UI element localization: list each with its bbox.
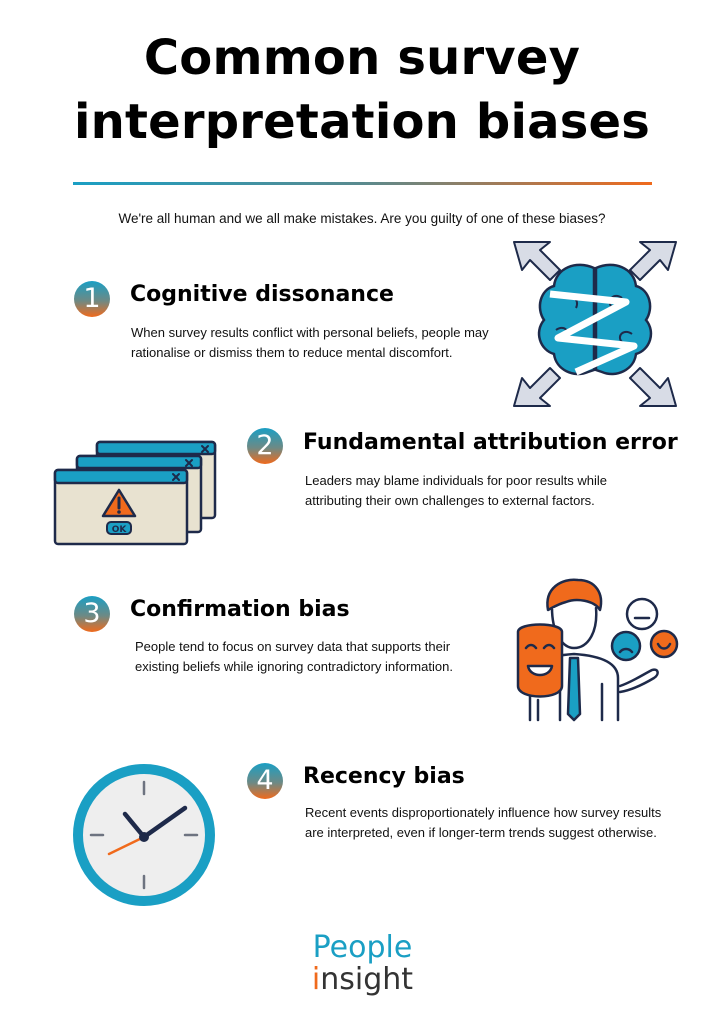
brain-icon [513,241,677,407]
logo-i-glyph: i [311,962,321,997]
item-heading-3: Confirmation bias [130,597,350,622]
number-badge-4: 4 [247,763,283,799]
intro-text: We're all human and we all make mistakes… [118,211,606,226]
item-heading-1: Cognitive dissonance [130,282,394,307]
item-heading-4: Recency bias [303,764,465,789]
ok-button-label: OK [112,525,128,535]
number-badge-1: 1 [74,281,110,317]
number-badge-3: 3 [74,596,110,632]
item-body-3: People tend to focus on survey data that… [135,639,453,674]
people-insight-logo: People insight [290,932,435,996]
number-badge-2: 2 [247,428,283,464]
gradient-divider [73,182,652,185]
item-body-4: Recent events disproportionately influen… [305,805,662,840]
item-heading-2: Fundamental attribution error [303,430,678,455]
title-line-2: interpretation biases [73,94,651,150]
item-body-2: Leaders may blame individuals for poor r… [305,473,608,508]
title-line-1: Common survey [143,30,581,86]
logo-line-2: insight [290,964,435,996]
logo-line-2-rest: nsight [320,962,414,997]
logo-line-1: People [312,930,413,965]
error-windows-icon: OK [53,440,217,546]
page-title: Common survey interpretation biases [0,26,724,154]
person-masks-icon [516,578,679,722]
item-body-1: When survey results conflict with person… [131,325,489,360]
clock-icon [73,764,215,906]
